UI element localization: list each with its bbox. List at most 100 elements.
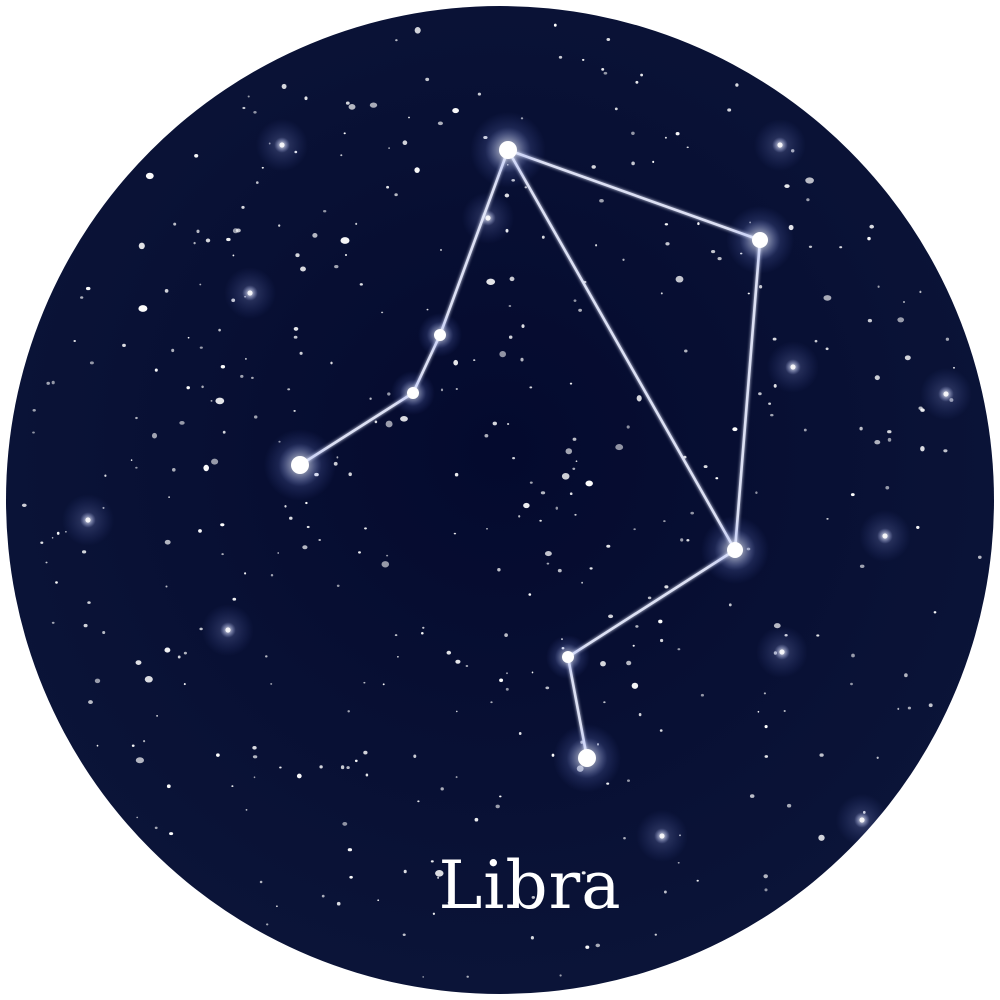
background-star bbox=[557, 879, 560, 882]
background-star bbox=[255, 181, 259, 184]
background-star bbox=[394, 634, 398, 637]
background-star bbox=[453, 359, 459, 366]
star-zubenelhakrabi bbox=[264, 429, 336, 501]
background-star bbox=[196, 229, 200, 234]
background-star bbox=[664, 223, 669, 226]
background-star bbox=[252, 755, 258, 759]
background-star bbox=[851, 653, 855, 658]
background-star bbox=[358, 551, 361, 554]
background-star bbox=[703, 465, 708, 469]
background-star bbox=[814, 339, 818, 343]
background-star bbox=[823, 295, 832, 301]
background-star bbox=[355, 222, 358, 226]
background-star bbox=[585, 945, 590, 949]
background-star bbox=[581, 581, 583, 584]
faint-star bbox=[85, 517, 91, 523]
background-star bbox=[523, 502, 530, 509]
background-star bbox=[102, 630, 106, 635]
background-star bbox=[293, 326, 299, 331]
background-star bbox=[284, 505, 287, 508]
background-star bbox=[874, 439, 881, 445]
background-star bbox=[764, 725, 768, 729]
background-star bbox=[495, 804, 500, 809]
background-star bbox=[581, 58, 585, 61]
background-star bbox=[622, 258, 625, 261]
background-star bbox=[626, 660, 632, 666]
background-star bbox=[340, 154, 343, 157]
background-star bbox=[859, 564, 865, 569]
background-star bbox=[135, 416, 138, 420]
background-star bbox=[388, 147, 390, 149]
background-star bbox=[627, 779, 630, 782]
background-star bbox=[342, 821, 348, 826]
background-star bbox=[80, 296, 84, 299]
background-star bbox=[504, 193, 510, 198]
background-star bbox=[544, 551, 552, 557]
background-star bbox=[920, 446, 925, 452]
background-star bbox=[244, 572, 247, 575]
background-star bbox=[631, 161, 635, 166]
background-star bbox=[340, 237, 350, 244]
background-star bbox=[684, 349, 688, 353]
background-star bbox=[414, 167, 420, 173]
background-star bbox=[589, 567, 593, 570]
background-star bbox=[251, 376, 254, 379]
background-star bbox=[524, 186, 528, 189]
background-star bbox=[770, 413, 774, 417]
background-star bbox=[887, 430, 892, 434]
background-star bbox=[221, 553, 224, 556]
background-star bbox=[591, 165, 596, 169]
background-star bbox=[278, 224, 281, 227]
background-star bbox=[293, 409, 296, 412]
background-star bbox=[904, 673, 908, 678]
background-star bbox=[51, 621, 55, 624]
background-star bbox=[664, 136, 667, 139]
background-star bbox=[276, 905, 278, 908]
background-star bbox=[977, 555, 982, 559]
background-star bbox=[51, 536, 54, 539]
background-star bbox=[87, 601, 91, 604]
background-star bbox=[749, 794, 755, 798]
background-star bbox=[435, 870, 444, 877]
background-star bbox=[193, 241, 196, 245]
background-star bbox=[394, 193, 398, 197]
background-star bbox=[279, 766, 282, 769]
background-star bbox=[270, 574, 274, 577]
background-star bbox=[40, 541, 44, 544]
background-star bbox=[635, 80, 639, 84]
background-star bbox=[199, 283, 202, 286]
faint-star bbox=[485, 215, 491, 221]
background-star bbox=[130, 459, 133, 461]
background-star bbox=[623, 836, 626, 840]
background-star bbox=[631, 682, 639, 689]
background-star bbox=[953, 366, 955, 369]
background-star bbox=[555, 506, 559, 510]
star-zubenelgenubi bbox=[701, 516, 769, 584]
background-star bbox=[138, 242, 145, 250]
background-star bbox=[486, 278, 496, 285]
background-star bbox=[261, 166, 264, 169]
background-star bbox=[402, 140, 408, 145]
background-star bbox=[323, 209, 327, 213]
background-star bbox=[477, 92, 482, 96]
background-star bbox=[606, 544, 611, 548]
background-star bbox=[654, 933, 657, 936]
background-star bbox=[354, 759, 358, 763]
background-star bbox=[172, 468, 176, 472]
background-star bbox=[312, 233, 318, 238]
background-star bbox=[171, 348, 175, 353]
background-star bbox=[253, 415, 258, 419]
faint-star bbox=[790, 364, 796, 370]
background-star bbox=[686, 146, 689, 149]
background-star bbox=[422, 626, 425, 629]
background-star bbox=[518, 515, 521, 518]
background-star bbox=[318, 538, 322, 542]
background-star bbox=[397, 655, 399, 658]
background-star bbox=[244, 357, 247, 360]
background-star bbox=[281, 83, 287, 89]
background-star bbox=[561, 472, 570, 480]
background-star bbox=[784, 184, 790, 189]
background-star bbox=[382, 683, 385, 686]
background-star bbox=[663, 520, 666, 523]
